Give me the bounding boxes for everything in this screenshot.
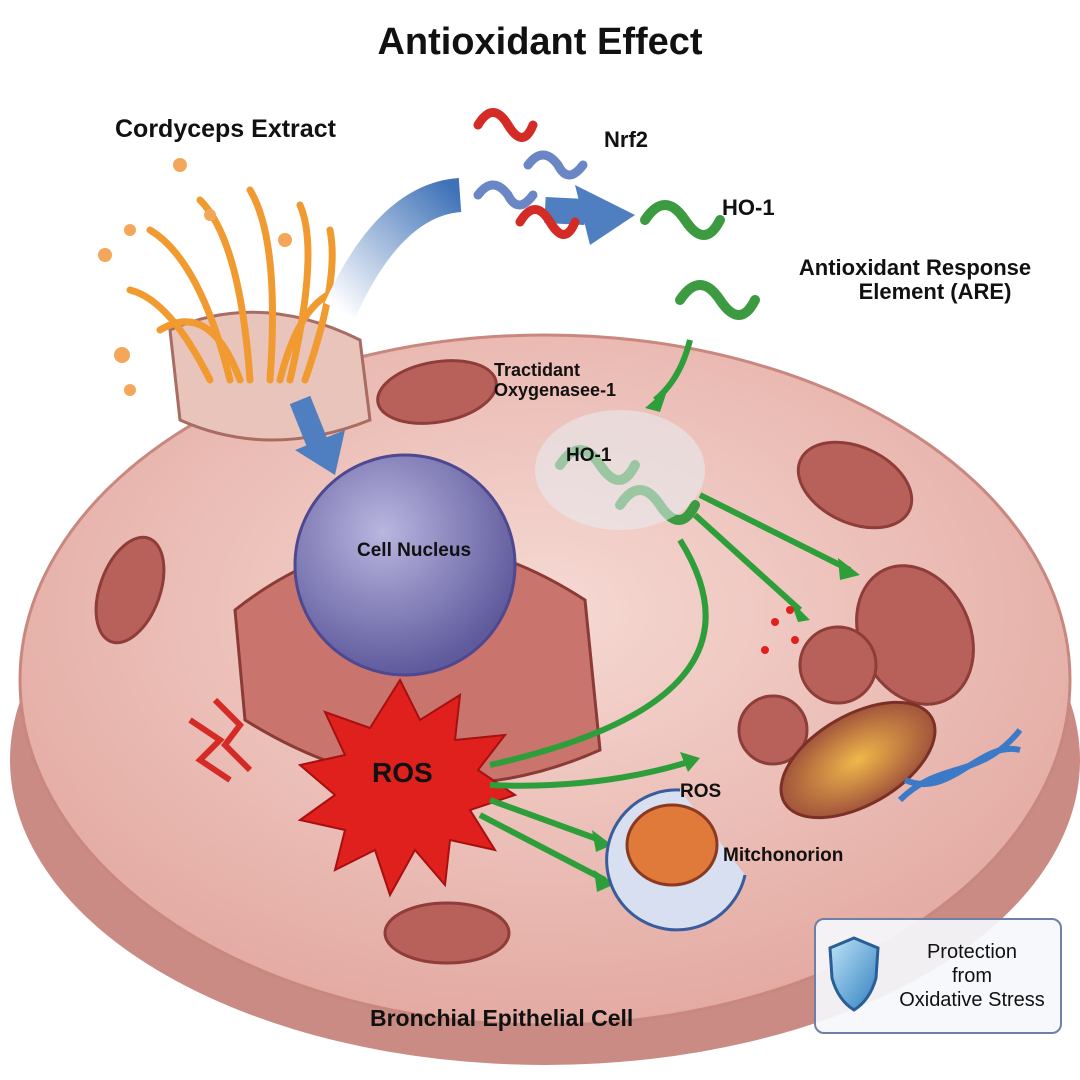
label-oxygenase-line1: Tractidant xyxy=(494,360,581,380)
ros-particles xyxy=(761,606,799,654)
cordyceps-extract xyxy=(98,158,372,442)
label-bronchial-cell: Bronchial Epithelial Cell xyxy=(370,1005,634,1031)
label-are-line1: Antioxidant Response xyxy=(798,255,1032,280)
label-ros-small: ROS xyxy=(680,781,722,802)
protection-box: Protection from Oxidative Stress xyxy=(814,918,1062,1034)
shield-icon xyxy=(828,936,880,1012)
mitochondrion-vesicle xyxy=(605,788,747,932)
protection-line2: from xyxy=(952,965,992,987)
red-filaments xyxy=(188,697,253,783)
label-cell-nucleus: Cell Nucleus xyxy=(357,540,472,561)
blue-arrowhead xyxy=(575,185,635,245)
cell-nucleus xyxy=(293,453,517,677)
ros-burst xyxy=(297,677,518,898)
ho1-cloud xyxy=(535,410,705,530)
label-ho1-cell: HO-1 xyxy=(566,445,612,466)
label-are: Antioxidant Response Element (ARE) xyxy=(780,255,1050,305)
green-arrows xyxy=(478,339,852,883)
blue-arrow-shaft xyxy=(544,197,586,225)
organelles xyxy=(94,359,975,965)
protection-line3: Oxidative Stress xyxy=(899,989,1045,1011)
blue-arrow-arc xyxy=(324,178,463,318)
protection-text: Protection from Oxidative Stress xyxy=(886,940,1058,1012)
blue-arrow-down xyxy=(289,395,329,450)
protection-line1: Protection xyxy=(926,941,1018,963)
page-title: Antioxidant Effect xyxy=(377,21,703,63)
dna-helix xyxy=(897,728,1023,803)
mitochondrion-right xyxy=(779,700,937,820)
label-ho1-top: HO-1 xyxy=(722,195,775,220)
label-oxygenase: Tractidant Oxygenasee-1 xyxy=(494,360,617,401)
nrf2-proteins xyxy=(473,108,588,239)
label-ros-main: ROS xyxy=(372,757,433,788)
label-nrf2: Nrf2 xyxy=(604,127,649,152)
label-cordyceps-extract: Cordyceps Extract xyxy=(115,115,336,143)
blue-arrowhead-down xyxy=(295,430,345,475)
label-oxygenase-line2: Oxygenasee-1 xyxy=(494,379,617,400)
label-mitochondrion: Mitchonorion xyxy=(723,845,844,866)
label-are-line2: Element (ARE) xyxy=(858,279,1012,305)
